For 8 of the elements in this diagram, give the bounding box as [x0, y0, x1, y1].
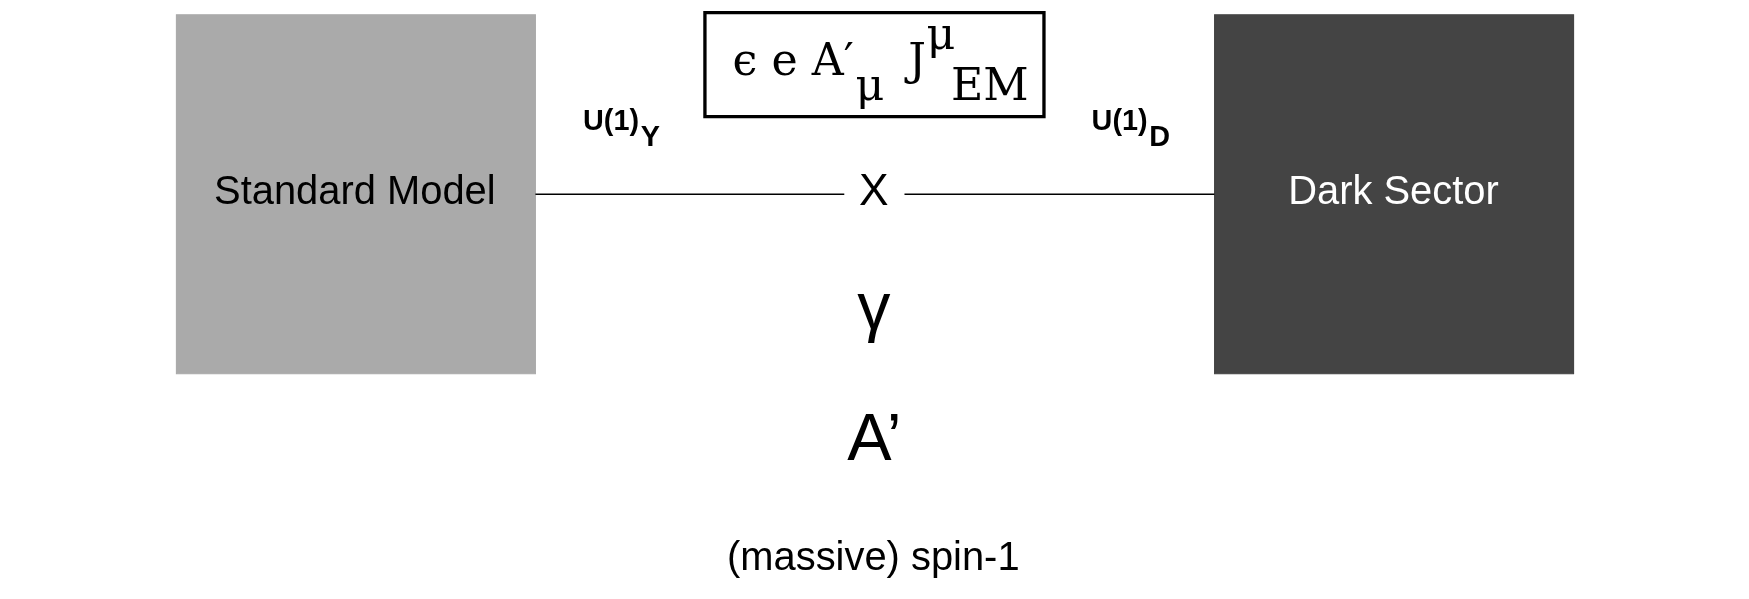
node-box: Standard Model [175, 14, 536, 375]
connector [903, 193, 1215, 196]
node-text: X [858, 165, 888, 215]
connector [534, 193, 845, 196]
label: A’ [846, 400, 901, 475]
label: γ [856, 269, 891, 344]
node-box: Dark Sector [1213, 14, 1574, 375]
label: (massive) spin-1 [726, 533, 1020, 578]
